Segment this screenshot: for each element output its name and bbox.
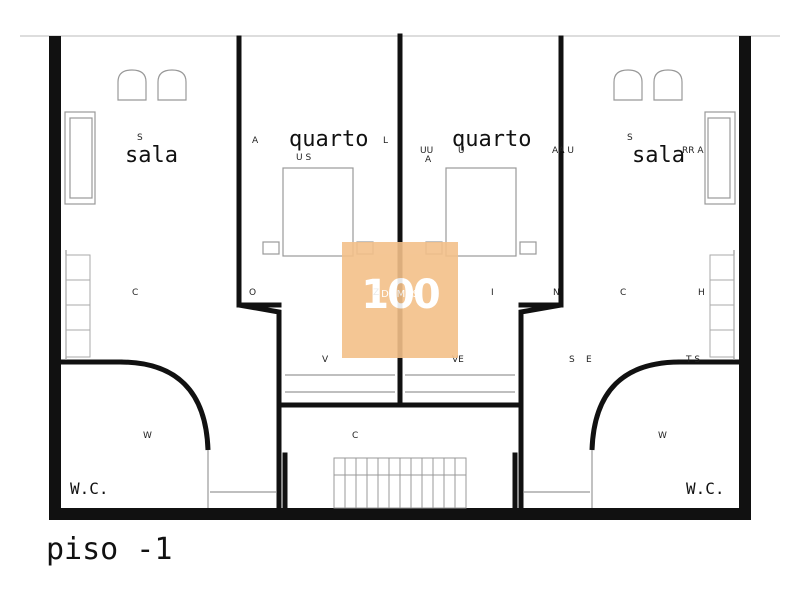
- letter: E: [586, 355, 592, 365]
- beds: [262, 167, 537, 257]
- stairs: [333, 457, 467, 509]
- outer-walls: [49, 36, 751, 520]
- watermark-logo: 100 DOMUS: [342, 242, 458, 358]
- letter: A: [252, 136, 259, 146]
- letter: U S: [296, 153, 311, 163]
- letter: S: [627, 133, 633, 143]
- label-wc-left: W.C.: [70, 479, 109, 498]
- letter: S: [569, 355, 575, 365]
- letter: S: [137, 133, 143, 143]
- logo-text: DOMUS: [381, 289, 419, 300]
- armchairs-right: [613, 69, 683, 101]
- letter: W: [143, 431, 152, 441]
- letter: N: [553, 288, 560, 298]
- label-sala-right: sala: [632, 143, 685, 168]
- letter: A: [425, 155, 432, 165]
- letter: T S: [685, 355, 700, 365]
- letter: C: [620, 288, 626, 298]
- letter: H: [698, 288, 705, 298]
- label-quarto-right: quarto: [452, 127, 531, 152]
- floor-label: piso -1: [46, 532, 173, 567]
- sofas: [64, 111, 736, 205]
- logo-number: 100: [361, 272, 441, 318]
- letter: C: [352, 431, 358, 441]
- letter: RR A: [682, 146, 704, 156]
- letter: V: [322, 355, 329, 365]
- letter: W: [658, 431, 667, 441]
- wc-curved-walls: [119, 359, 681, 451]
- label-wc-right: W.C.: [686, 479, 725, 498]
- letter: AA U: [552, 146, 574, 156]
- armchairs-left: [117, 69, 187, 101]
- letter: C: [132, 288, 138, 298]
- shelves: [65, 254, 735, 358]
- interior-walls: [58, 33, 742, 511]
- letter: UU: [420, 146, 433, 156]
- letter: O: [249, 288, 256, 298]
- letter: U: [458, 146, 465, 156]
- letter: I: [491, 288, 494, 298]
- label-sala-left: sala: [125, 143, 178, 168]
- letter: VE: [452, 355, 464, 365]
- label-quarto-left: quarto: [289, 127, 368, 152]
- letter: L: [383, 136, 388, 146]
